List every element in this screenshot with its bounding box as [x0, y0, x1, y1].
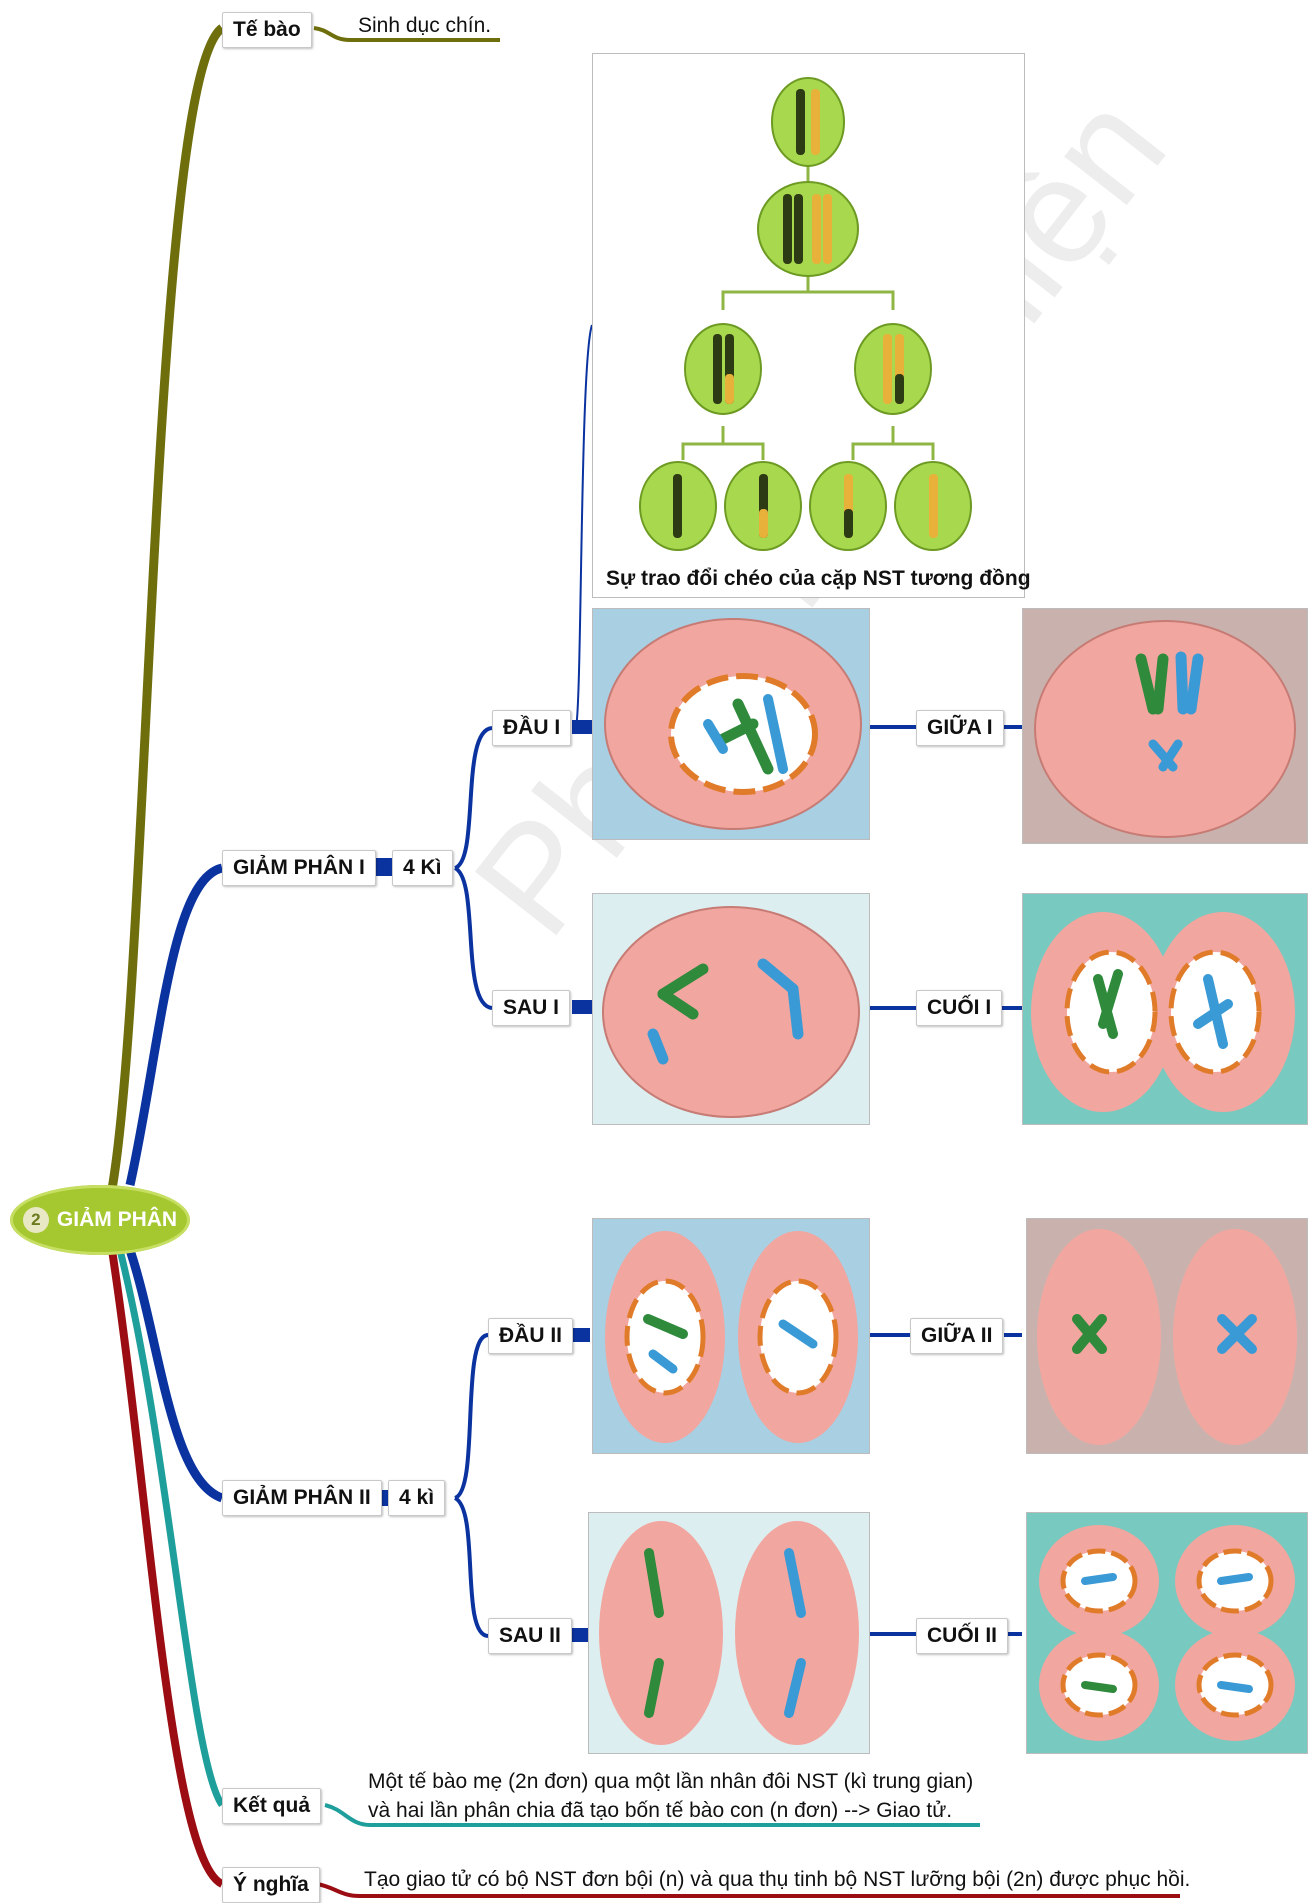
te-bao-text: Sinh dục chín.	[358, 12, 491, 40]
image-dau-2	[592, 1218, 870, 1454]
node-giua-1[interactable]: GIỮA I	[916, 710, 1004, 746]
node-gp1-4-ki[interactable]: 4 Kì	[392, 850, 453, 886]
image-dau-1	[592, 608, 870, 840]
node-ket-qua[interactable]: Kết quả	[222, 1788, 321, 1824]
cell-cuoi-2-illustration	[1027, 1513, 1307, 1753]
root-number-badge: 2	[23, 1207, 49, 1233]
node-dau-2[interactable]: ĐẦU II	[488, 1318, 573, 1354]
image-sau-2	[588, 1512, 870, 1754]
image-giua-2	[1026, 1218, 1308, 1454]
node-sau-1[interactable]: SAU I	[492, 990, 570, 1026]
cell-sau-2-illustration	[589, 1513, 869, 1753]
image-giua-1	[1022, 608, 1308, 844]
node-te-bao[interactable]: Tế bào	[222, 12, 312, 48]
image-sau-1	[592, 893, 870, 1125]
image-cuoi-2	[1026, 1512, 1308, 1754]
image-cuoi-1	[1022, 893, 1308, 1125]
crossover-illustration	[593, 54, 1024, 597]
cell-sau-1-illustration	[593, 894, 869, 1124]
node-y-nghia[interactable]: Ý nghĩa	[222, 1867, 320, 1903]
node-giam-phan-1[interactable]: GIẢM PHÂN I	[222, 850, 376, 886]
cell-dau-1-illustration	[593, 609, 869, 839]
y-nghia-text: Tạo giao tử có bộ NST đơn bội (n) và qua…	[364, 1866, 1190, 1894]
node-giam-phan-2[interactable]: GIẢM PHÂN II	[222, 1480, 382, 1516]
cell-giua-2-illustration	[1027, 1219, 1307, 1453]
crossover-caption: Sự trao đổi chéo của cặp NST tương đồng	[606, 567, 1031, 591]
ket-qua-line-2: và hai lần phân chia đã tạo bốn tế bào c…	[368, 1797, 952, 1825]
node-gp2-4-ki[interactable]: 4 kì	[388, 1480, 445, 1516]
node-dau-1[interactable]: ĐẦU I	[492, 710, 571, 746]
cell-giua-1-illustration	[1023, 609, 1307, 843]
node-cuoi-2[interactable]: CUỐI II	[916, 1618, 1008, 1654]
node-cuoi-1[interactable]: CUỐI I	[916, 990, 1002, 1026]
cell-dau-2-illustration	[593, 1219, 869, 1453]
cell-cuoi-1-illustration	[1023, 894, 1307, 1124]
root-label: GIẢM PHÂN	[57, 1208, 177, 1232]
ket-qua-line-1: Một tế bào mẹ (2n đơn) qua một lần nhân …	[368, 1768, 973, 1796]
root-node-giam-phan[interactable]: 2 GIẢM PHÂN	[10, 1185, 190, 1255]
node-giua-2[interactable]: GIỮA II	[910, 1318, 1003, 1354]
crossover-panel	[592, 53, 1025, 598]
node-sau-2[interactable]: SAU II	[488, 1618, 572, 1654]
